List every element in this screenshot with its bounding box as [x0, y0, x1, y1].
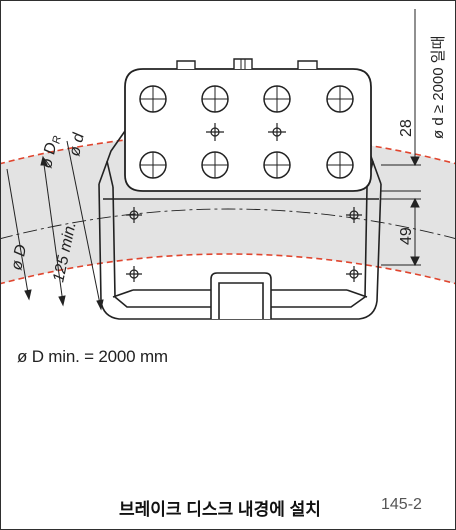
figure-caption: 브레이크 디스크 내경에 설치 [119, 500, 321, 519]
min-diameter-formula: ø D min. = 2000 mm [17, 347, 168, 366]
figure-number: 145-2 [381, 496, 422, 513]
dim-label-28: 28 [398, 119, 415, 137]
bracket-holes [126, 207, 362, 282]
dim-label-D: ø D [8, 243, 30, 272]
mounting-bracket [98, 130, 382, 320]
vertical-dimension-lines [381, 9, 421, 267]
caliper-small-holes [206, 123, 286, 141]
dim-label-dR: ø DR [38, 133, 64, 170]
svg-text:ø DR: ø DR [38, 133, 64, 170]
radial-dimension-lines [6, 140, 104, 311]
disc-inner-edge-dashed [1, 253, 455, 285]
dim-label-49: 49 [398, 227, 415, 245]
piston-bore-crosshairs [140, 86, 353, 178]
dim-label-d-condition: ø d ≥ 2000 일때 [430, 36, 447, 139]
dim-label-d: ø d [66, 131, 88, 158]
caliper-body [124, 58, 372, 192]
center-line-arc [1, 208, 455, 239]
